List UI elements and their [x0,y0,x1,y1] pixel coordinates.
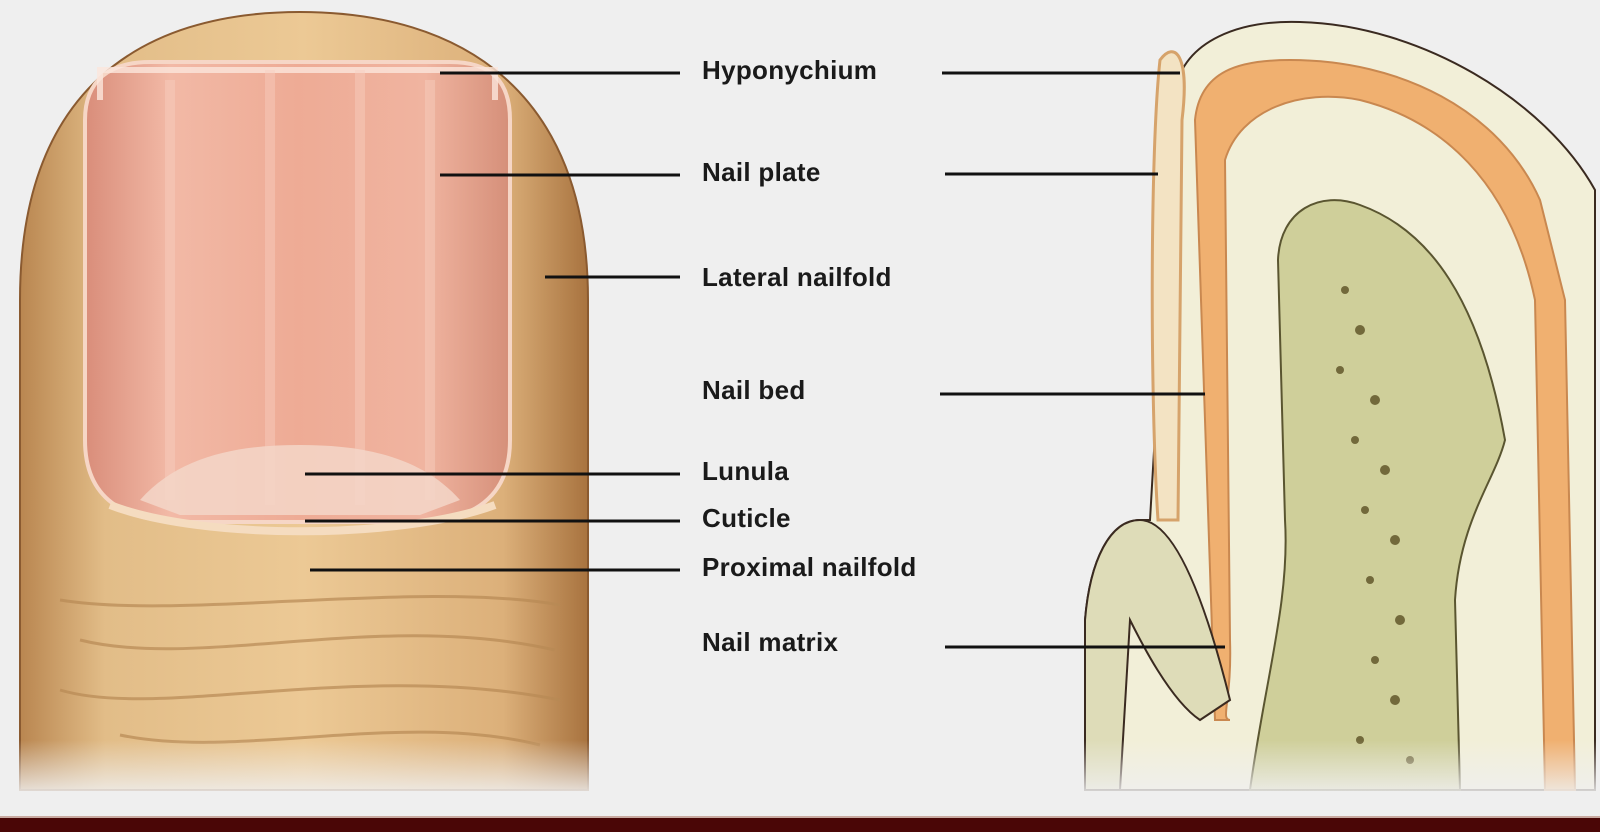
label-cuticle: Cuticle [702,503,791,533]
label-hyponychium: Hyponychium [702,55,878,85]
lunula-shape [140,445,460,515]
label-nail-bed: Nail bed [702,375,806,405]
footer-bar [0,816,1600,832]
label-lunula: Lunula [702,456,790,486]
epidermis-band [1193,58,1577,791]
label-proximal-nailfold: Proximal nailfold [702,552,917,582]
proximal-fold-shape [1084,518,1232,791]
finger-illustration [0,10,600,800]
label-lateral-nailfold: Lateral nailfold [702,262,892,292]
leader-lines [305,71,1225,649]
bone-shape [1248,199,1507,791]
label-nail-matrix: Nail matrix [702,627,839,657]
cross-section-illustration [1060,20,1600,800]
label-nail-plate: Nail plate [702,157,821,187]
nail-plate-shape [1150,50,1186,522]
